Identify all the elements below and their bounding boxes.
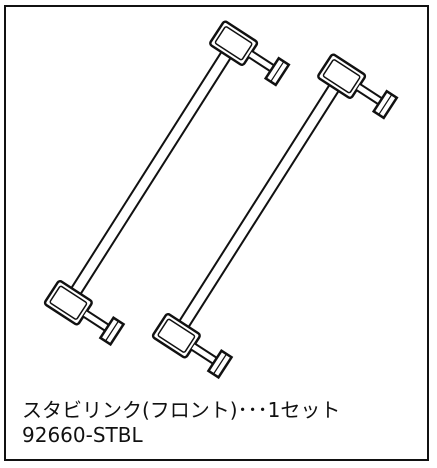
product-caption: スタビリンク(フロント)･･･1セット 92660-STBL bbox=[22, 398, 340, 448]
part-name-quantity: スタビリンク(フロント)･･･1セット bbox=[22, 398, 341, 422]
part-number: 92660-STBL bbox=[22, 423, 143, 447]
stabilizer-link-left bbox=[44, 21, 290, 346]
